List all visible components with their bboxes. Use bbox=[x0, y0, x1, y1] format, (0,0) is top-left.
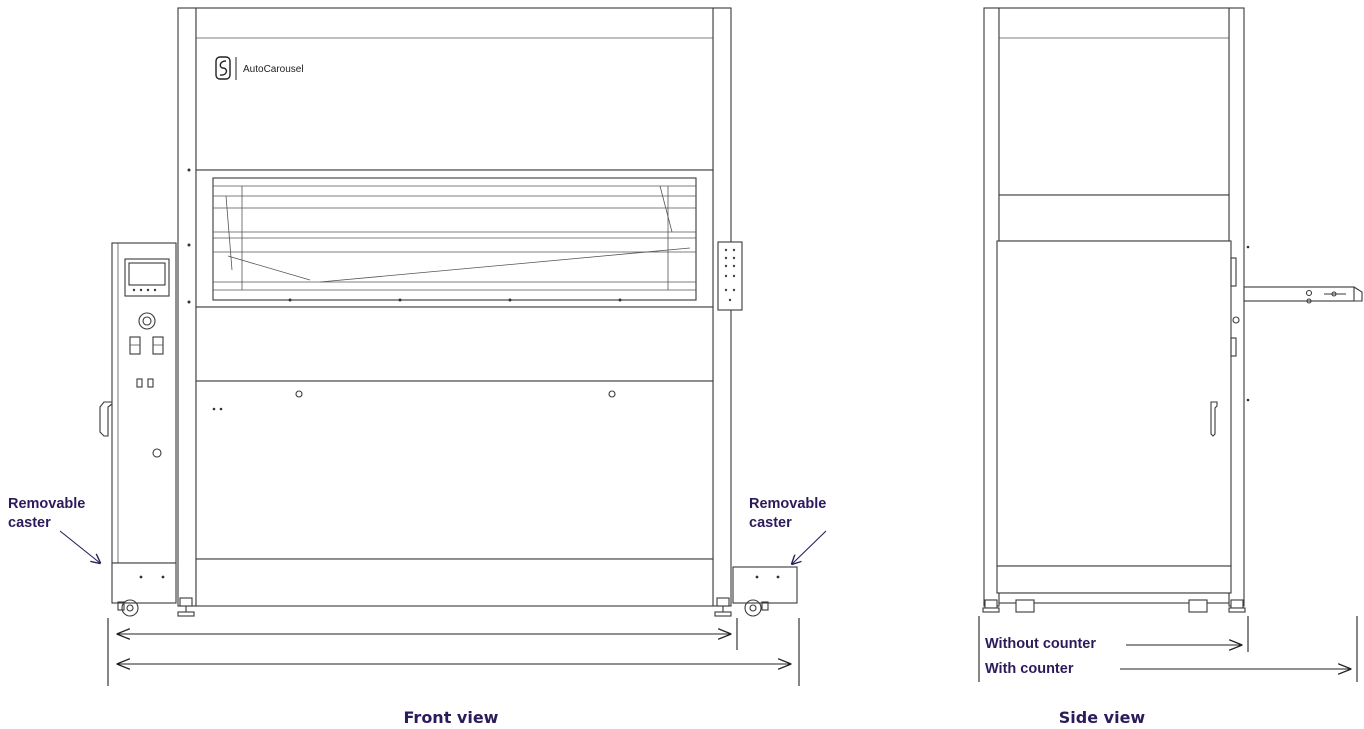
left-caster-arrow bbox=[59, 530, 100, 563]
right-caster-block bbox=[732, 566, 798, 604]
side-middle-panel bbox=[998, 194, 1230, 242]
autocarousel-logo bbox=[215, 56, 237, 80]
lower-panel bbox=[195, 380, 714, 560]
mount-plate bbox=[717, 241, 743, 311]
control-cabinet bbox=[111, 242, 177, 564]
side-cabinet-door bbox=[996, 240, 1232, 567]
side-base bbox=[996, 565, 1232, 594]
side-upper-panel bbox=[998, 7, 1230, 196]
side-view-caption: Side view bbox=[1059, 708, 1146, 727]
left-caster-wheel bbox=[121, 599, 139, 617]
without-counter-label: Without counter bbox=[985, 636, 1096, 652]
side-door-handle bbox=[1210, 401, 1218, 437]
cabinet-handle bbox=[99, 401, 113, 437]
brand-name: AutoCarousel bbox=[243, 64, 304, 75]
with-counter-label: With counter bbox=[985, 661, 1074, 677]
right-caster-label-2: caster bbox=[749, 515, 792, 531]
right-caster-label-1: Removable bbox=[749, 496, 826, 512]
emergency-stop bbox=[138, 312, 156, 330]
right-caster-arrow bbox=[792, 530, 827, 564]
carousel-window bbox=[195, 169, 714, 308]
side-view: Without counter With counter Side view bbox=[978, 7, 1363, 727]
switch-left bbox=[129, 336, 141, 355]
side-counter bbox=[1243, 286, 1355, 302]
right-caster-wheel bbox=[744, 599, 762, 617]
base-panel bbox=[195, 558, 714, 607]
display-panel bbox=[124, 258, 170, 297]
left-caster-block bbox=[111, 562, 177, 604]
left-caster-label-2: caster bbox=[8, 515, 51, 531]
front-view: AutoCarousel bbox=[8, 7, 827, 727]
left-post bbox=[177, 7, 197, 607]
top-hood bbox=[195, 7, 714, 171]
middle-panel bbox=[195, 306, 714, 382]
front-view-caption: Front view bbox=[404, 708, 499, 727]
switch-right bbox=[152, 336, 164, 355]
left-caster-label-1: Removable bbox=[8, 496, 85, 512]
